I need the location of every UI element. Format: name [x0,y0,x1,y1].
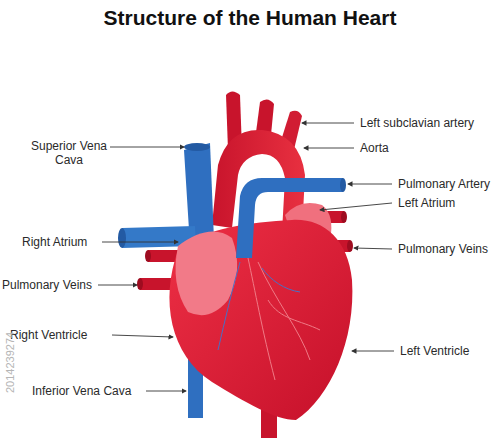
part-label: Pulmonary Veins [2,278,92,292]
part-label: Left Atrium [398,196,455,210]
coronary-vessels [218,258,320,380]
part-label: Right Atrium [22,235,87,249]
pulmonary-artery [236,178,343,258]
pulmonary-vein [148,250,178,262]
part-label: Aorta [360,141,389,155]
pulmonary-vein [140,278,174,290]
ventricles [169,220,352,420]
part-label: Left Ventricle [400,344,469,358]
diagram-title: Structure of the Human Heart [0,6,500,30]
part-label: Left subclavian artery [360,116,474,130]
part-label: Pulmonary Veins [398,242,488,256]
right-atrium [176,232,238,316]
part-label: Right Ventricle [10,328,87,342]
part-label: Superior Vena Cava [30,139,108,167]
part-label: Inferior Vena Cava [32,384,131,398]
part-label: Pulmonary Artery [398,177,490,191]
leader-lines [98,123,394,391]
watermark: 2014239274 [3,321,17,393]
